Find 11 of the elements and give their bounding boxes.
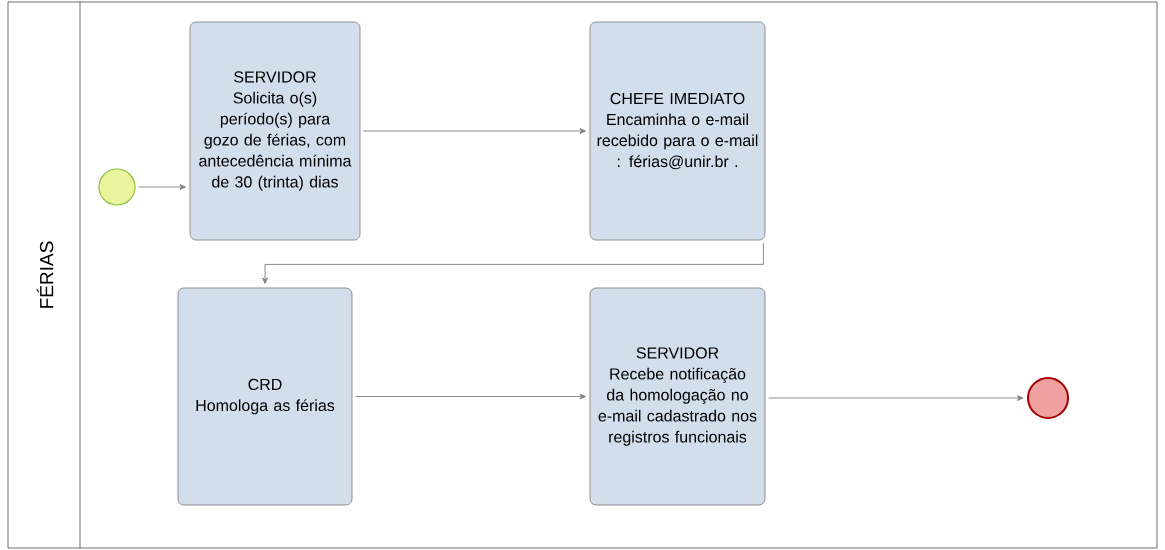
task-box: CRD Homologa as férias bbox=[177, 287, 353, 506]
task-box: CHEFE IMEDIATO Encaminha o e-mail recebido para o e-mail : férias@unir.br . bbox=[589, 21, 766, 241]
arrow bbox=[354, 393, 586, 400]
end-event-circle bbox=[1027, 377, 1069, 419]
start-event-circle bbox=[98, 168, 136, 206]
arrow bbox=[767, 395, 1024, 401]
task-box: SERVIDOR Recebe notificação da homologação no e-mail cadastrado nos registros funcionais bbox=[589, 287, 766, 506]
arrow bbox=[362, 128, 586, 134]
arrow bbox=[138, 184, 186, 190]
arrow bbox=[262, 242, 764, 284]
task-box: SERVIDOR Solicita o(s) período(s) para gozo de férias, com antecedência mínima de 30 (trinta) dias bbox=[189, 21, 361, 241]
